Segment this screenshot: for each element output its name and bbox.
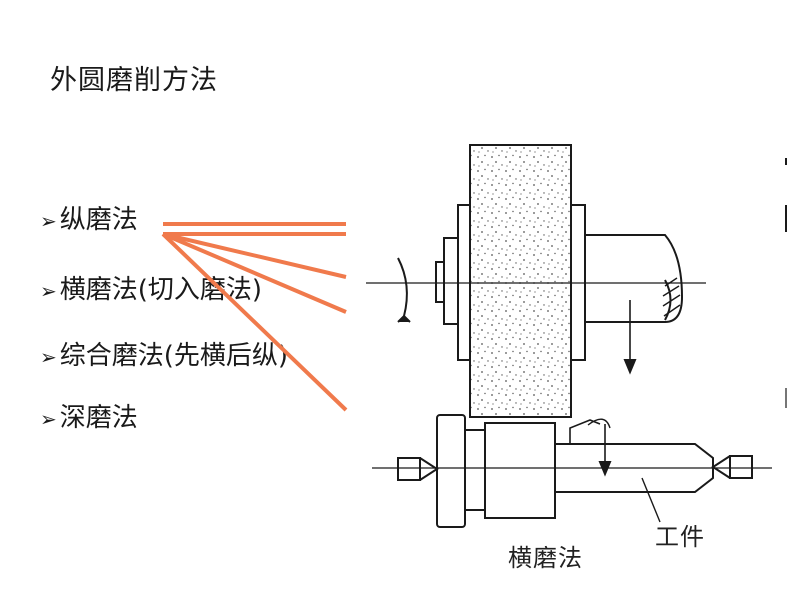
list-item-label: 综合磨法(先横后纵) [59, 341, 289, 371]
label-leader [641, 477, 661, 523]
list-item: ➢深磨法 [40, 403, 138, 434]
right-center [729, 455, 753, 479]
bullet-arrow-icon: ➢ [40, 407, 57, 431]
bullet-arrow-icon: ➢ [40, 345, 57, 369]
pointer-line [162, 232, 347, 314]
workpiece-body [484, 422, 556, 519]
workpiece-label: 工件 [655, 523, 705, 551]
pointer-lines [161, 222, 348, 412]
wheel-spindle [585, 234, 684, 323]
pointer-line [161, 232, 348, 412]
grinding-wheel [469, 144, 572, 418]
workpiece-flange [436, 414, 466, 528]
bullet-arrow-icon: ➢ [40, 279, 57, 303]
list-item-label: 横磨法(切入磨法) [59, 275, 263, 305]
diagram-caption: 横磨法 [508, 544, 583, 572]
pointer-line [162, 232, 347, 279]
wheel-nut [435, 261, 445, 303]
rotation-arrow-icon [397, 257, 408, 317]
list-item-label: 纵磨法 [59, 205, 138, 235]
page-title: 外圆磨削方法 [50, 65, 218, 96]
workpiece-collar [464, 429, 486, 511]
list-item: ➢综合磨法(先横后纵) [40, 341, 288, 372]
wheel-hub [443, 237, 459, 325]
list-item: ➢横磨法(切入磨法) [40, 275, 262, 306]
list-item-label: 深磨法 [59, 403, 138, 433]
bullet-arrow-icon: ➢ [40, 209, 57, 233]
left-center [397, 457, 421, 481]
list-item: ➢纵磨法 [40, 205, 138, 236]
